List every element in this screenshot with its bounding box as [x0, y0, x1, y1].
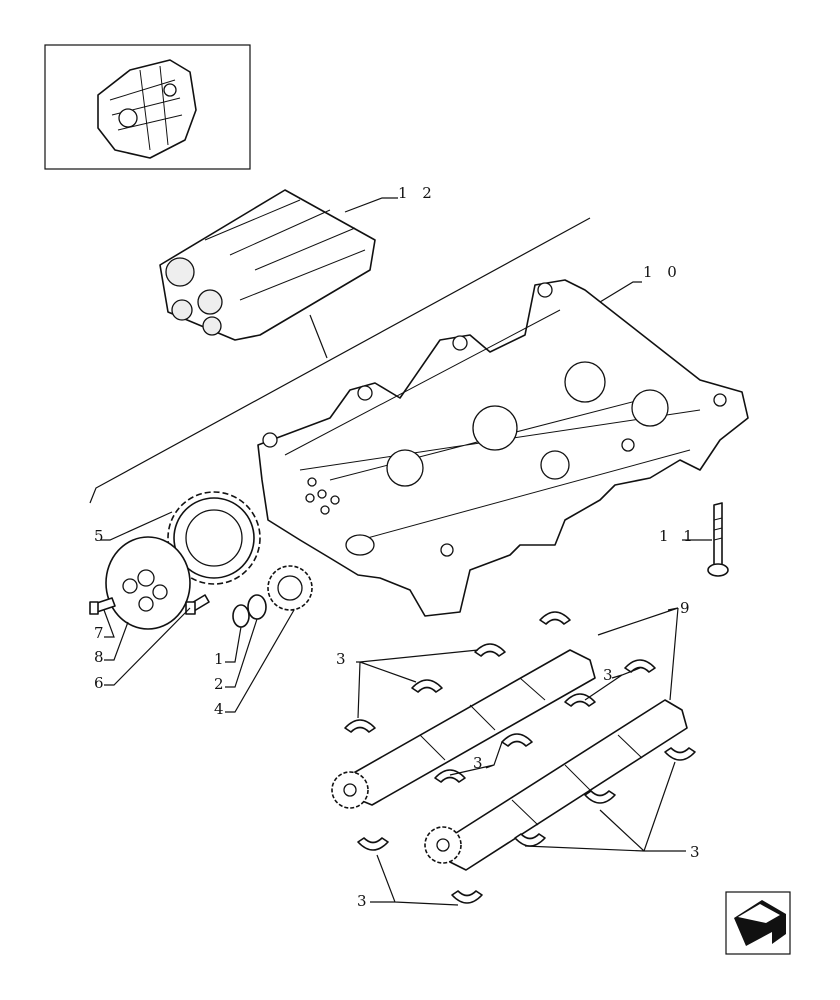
bolt-7	[89, 597, 116, 615]
engine-thumbnail	[44, 44, 251, 170]
camshaft-lower	[424, 699, 688, 871]
separator-tick	[309, 314, 328, 359]
bearing-shell	[564, 693, 596, 707]
gear-large	[167, 491, 261, 585]
separator-line	[89, 217, 591, 504]
bearing-shell	[514, 833, 546, 847]
bearing-shell	[584, 790, 616, 804]
bearing-shell	[474, 643, 506, 657]
callout-12: 1 2	[398, 184, 437, 202]
callout-10: 1 0	[643, 263, 682, 281]
callout-8: 8	[94, 648, 109, 666]
bearing-shell	[664, 747, 696, 761]
bearing-shell	[501, 733, 533, 747]
callout-3: 3	[690, 843, 705, 861]
back-arrow-icon	[734, 900, 786, 946]
callout-11: 1 1	[659, 527, 698, 545]
engine-icon	[97, 59, 197, 159]
bearing-shell	[344, 719, 376, 733]
callout-labels: 1 2 1 0 1 1 5 7 8 6 1 2 4 9 3 3 3 3 3	[94, 184, 705, 910]
ring-2	[247, 594, 267, 620]
bolt-6	[185, 594, 210, 615]
bearing-shell	[624, 659, 656, 673]
ring-1	[232, 604, 250, 628]
hub-8	[105, 536, 191, 630]
callout-6: 6	[94, 674, 109, 692]
callout-3: 3	[357, 892, 372, 910]
bearing-shell	[434, 769, 466, 783]
screw-11	[707, 502, 729, 577]
bearing-shell	[451, 890, 483, 904]
callout-3: 3	[473, 754, 488, 772]
head-housing	[257, 279, 749, 617]
callout-3: 3	[336, 650, 351, 668]
callout-9: 9	[680, 599, 695, 617]
camshaft-upper	[331, 649, 596, 809]
back-arrow-button[interactable]	[725, 891, 791, 955]
bearing-shell	[539, 611, 571, 625]
callout-1: 1	[214, 650, 229, 668]
gear-small-4	[267, 565, 313, 611]
callout-5: 5	[94, 527, 109, 545]
bearing-shell	[357, 837, 389, 851]
callout-2: 2	[214, 675, 229, 693]
callout-4: 4	[214, 700, 229, 718]
bearing-shells	[344, 611, 696, 904]
head-assembly-small	[159, 189, 376, 341]
callout-3: 3	[603, 666, 618, 684]
callout-7: 7	[94, 624, 109, 642]
bearing-shell	[411, 679, 443, 693]
leader-lines	[100, 197, 712, 906]
